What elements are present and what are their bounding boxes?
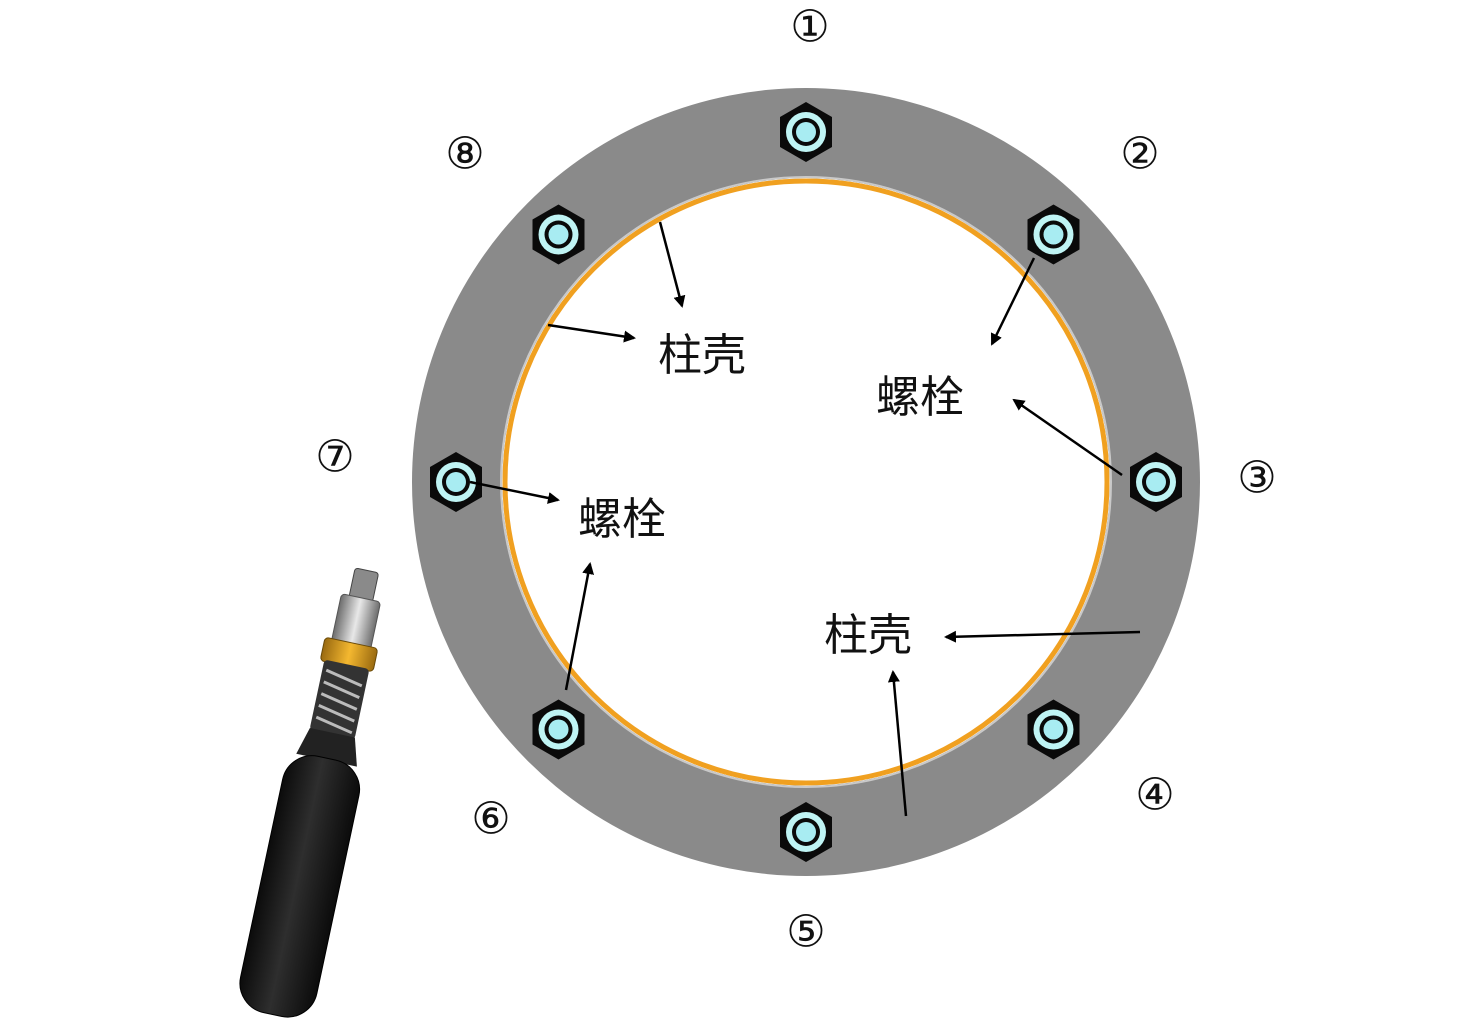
- hex-bolt-icon: [532, 699, 585, 760]
- bolt-number-8: ⑧: [445, 129, 484, 180]
- tool-neck: [296, 727, 357, 767]
- bolt-number-5: ⑤: [786, 907, 825, 958]
- bolt-numbers: ① ② ③ ④ ⑤ ⑥ ⑦ ⑧: [315, 2, 1276, 958]
- bolt-center: [1146, 472, 1166, 492]
- bolt-number-3: ③: [1237, 453, 1276, 504]
- arrow-bolt-right-b: [1012, 398, 1123, 477]
- tool-spring-housing: [310, 660, 369, 739]
- bolt-number-1: ①: [790, 2, 829, 53]
- label-shell-upper: 柱壳: [658, 330, 746, 381]
- arrow-shell-lower-b: [887, 670, 908, 817]
- label-bolt-upper-right: 螺栓: [876, 372, 964, 423]
- hex-bolt-icon: [780, 102, 832, 162]
- tool-handle: [239, 755, 361, 1018]
- arrow-bolt-right-a: [990, 257, 1036, 346]
- bolts-group: [430, 102, 1182, 862]
- bolt-center: [548, 719, 569, 740]
- hex-bolt-icon: [780, 802, 832, 862]
- hex-bolt-icon: [1027, 699, 1080, 760]
- torque-screwdriver-icon: [239, 567, 381, 1018]
- tool-spring-coil: [315, 668, 363, 735]
- hex-bolt-icon: [1027, 204, 1080, 265]
- bolt-center: [446, 472, 466, 492]
- arrow-bolt-left-b: [564, 562, 595, 691]
- bolt-number-2: ②: [1120, 129, 1159, 180]
- bolt-center: [796, 122, 816, 142]
- label-bolt-left: 螺栓: [578, 494, 666, 545]
- arrow-shell-upper-a: [658, 221, 686, 308]
- arrow-bolt-left-a: [469, 480, 560, 504]
- bolt-center: [796, 822, 816, 842]
- arrow-shell-lower-a: [944, 630, 1141, 643]
- bolt-number-4: ④: [1135, 770, 1174, 821]
- hex-bolt-icon: [430, 452, 482, 512]
- bolt-number-6: ⑥: [471, 794, 510, 845]
- bolt-center: [548, 224, 569, 245]
- hex-bolt-icon: [1130, 452, 1182, 512]
- label-shell-lower: 柱壳: [824, 610, 912, 661]
- gasket-edge: [500, 176, 1112, 788]
- bolt-number-7: ⑦: [315, 432, 354, 483]
- flange-ring: [412, 88, 1200, 876]
- arrows: [469, 221, 1141, 817]
- bolt-center: [1043, 224, 1064, 245]
- gasket-ring: [502, 178, 1110, 786]
- arrow-shell-upper-b: [547, 323, 636, 343]
- bolt-center: [1043, 719, 1064, 740]
- hex-bolt-icon: [532, 204, 585, 265]
- labels: 柱壳 螺栓 螺栓 柱壳: [578, 330, 964, 661]
- flange-ring-shape: [412, 88, 1200, 876]
